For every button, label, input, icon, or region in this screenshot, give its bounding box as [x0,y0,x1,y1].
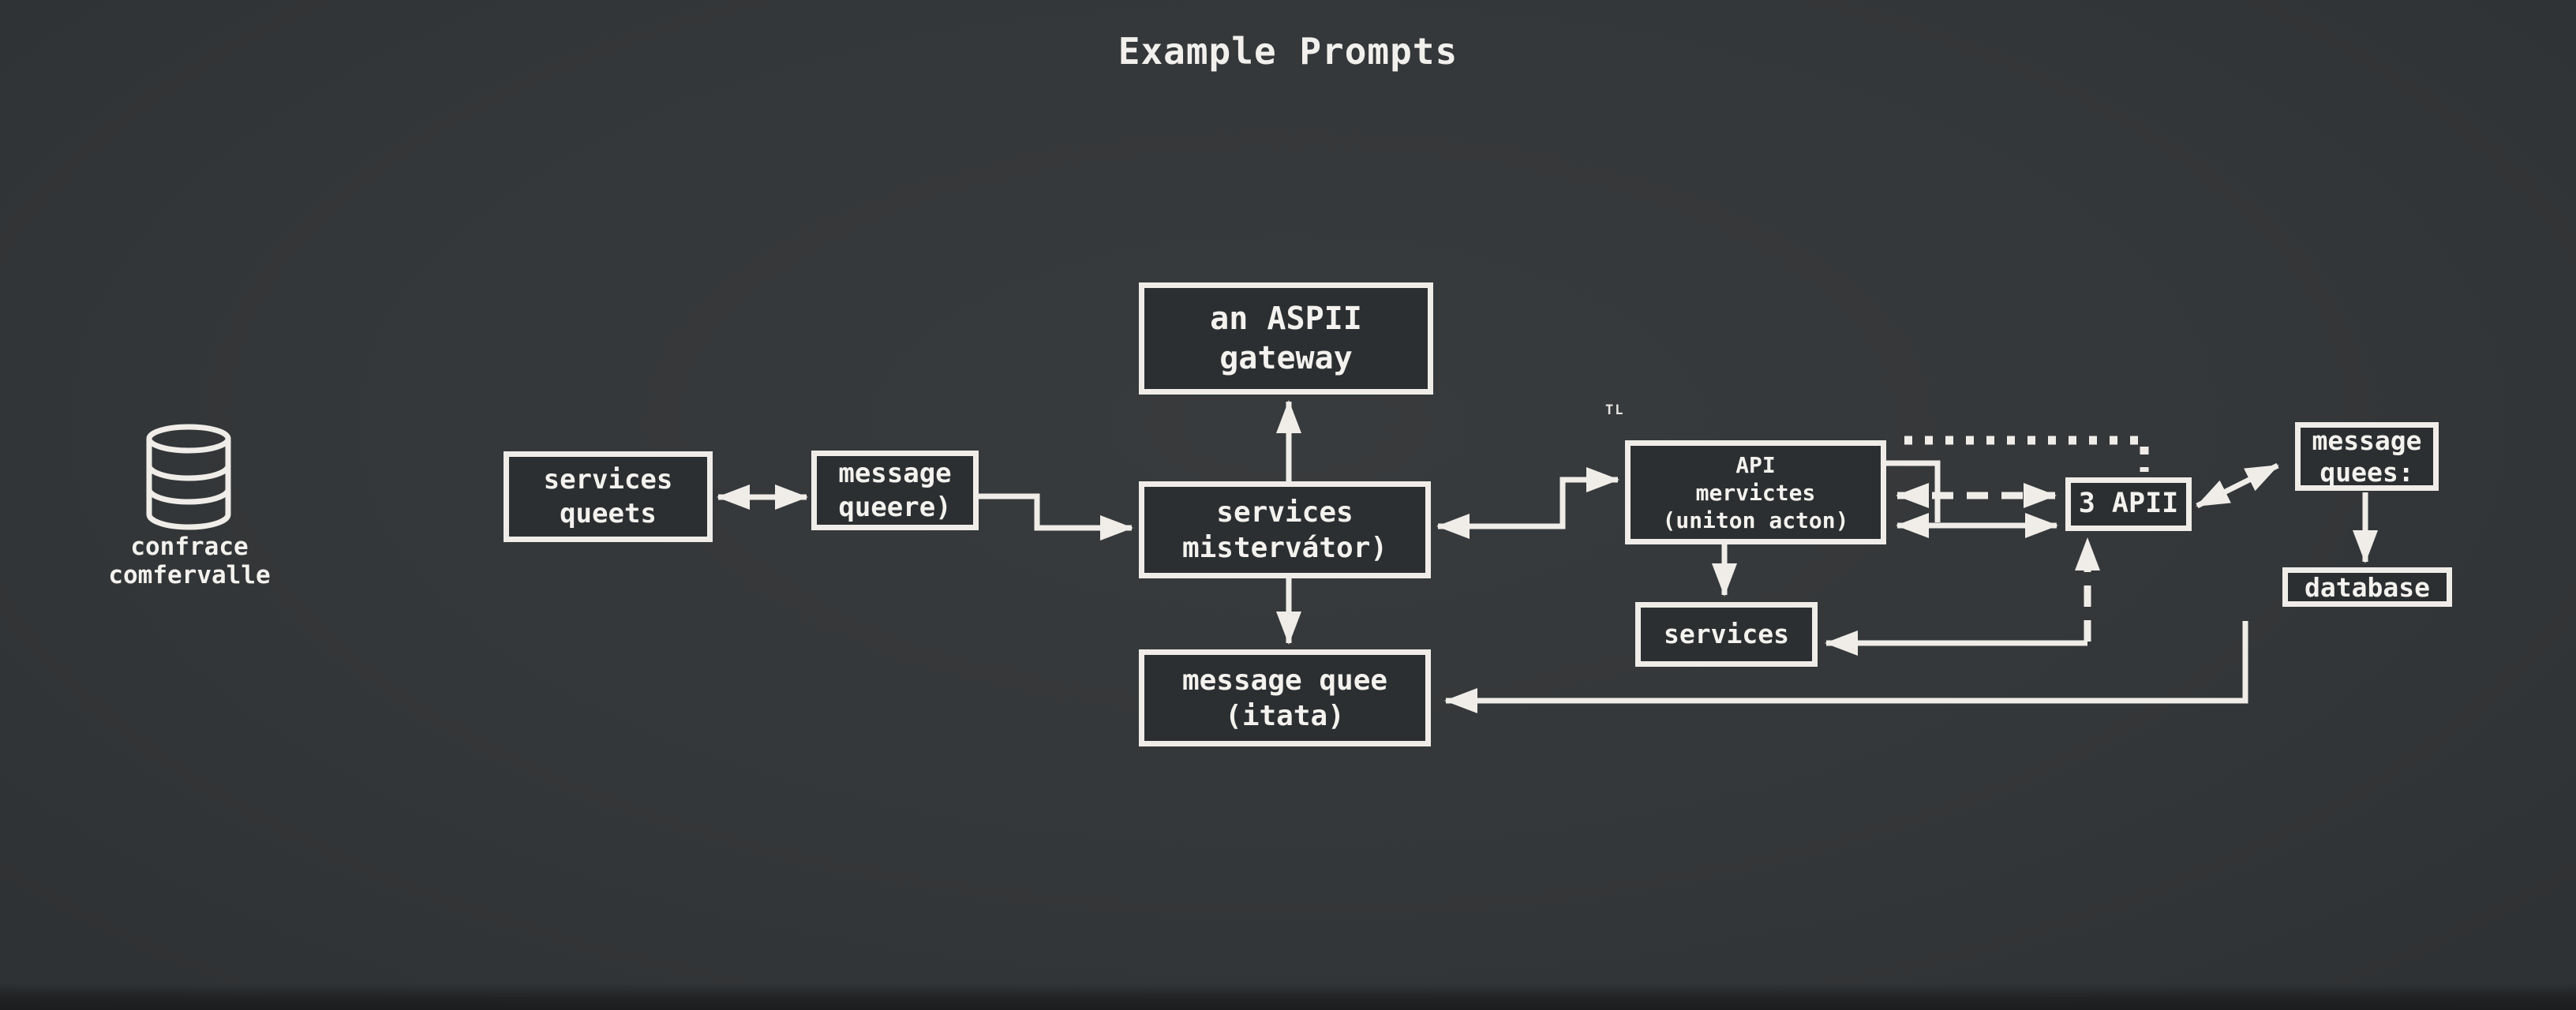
edge-api-apii-dotted [1904,436,2149,472]
node-database: database [2282,567,2452,607]
node-message-queere: message queere) [811,451,979,530]
node-aspii-gateway: an ASPII gateway [1139,282,1433,395]
edge-apii-quees-diagonal [2196,462,2279,509]
edge-mistervator-api [1436,467,1619,539]
edge-bottomright-quee-itata [1444,621,2248,713]
node-services-right: services [1635,602,1818,667]
database-cylinder-icon [146,424,231,530]
node-services-queets: services queets [504,451,713,542]
node-three-apii: 3 APII [2065,477,2192,531]
page-title: Example Prompts [1118,30,1458,73]
bottom-vignette [0,983,2576,1010]
node-source-db-label: confrace comfervalle [108,533,271,589]
node-message-quees: message quees: [2295,422,2439,491]
node-message-quee-itata: message quee (itata) [1139,649,1431,746]
api-annotation: TL [1605,402,1625,418]
node-api-mervictes: API mervictes (uniton acton) [1625,440,1886,544]
node-services-mistervator: services mistervátor) [1139,481,1431,578]
edge-queere-mistervator [979,493,1133,541]
